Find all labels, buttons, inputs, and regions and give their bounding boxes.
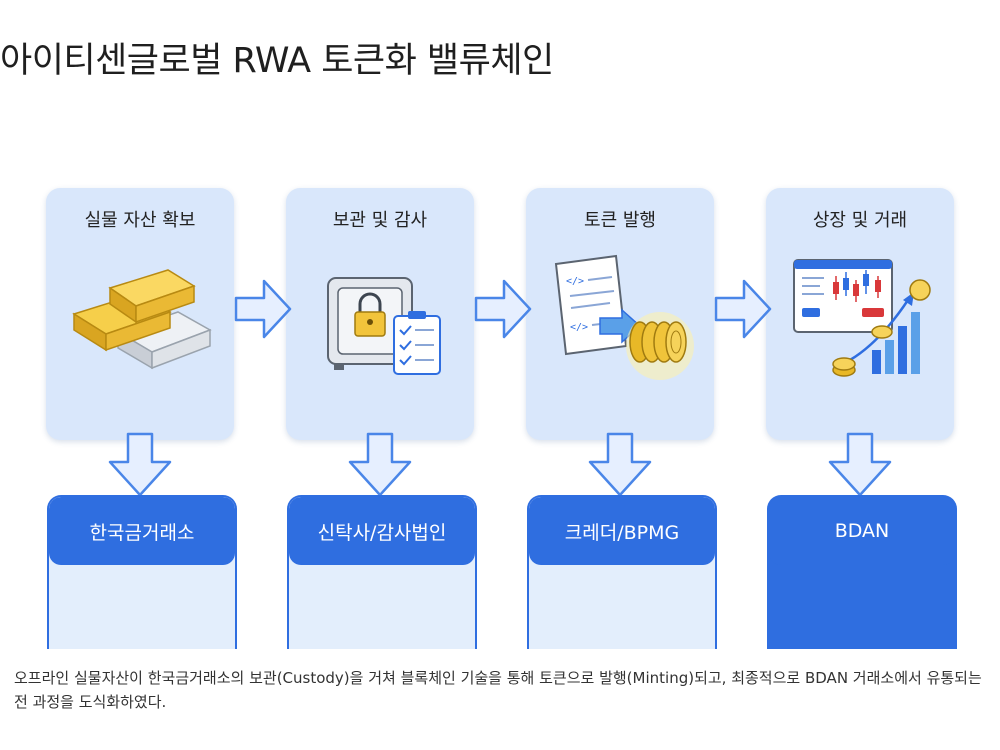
org-card-korea-gold-exchange: 한국금거래소: [47, 495, 237, 649]
down-arrow-icon: [348, 432, 412, 497]
svg-text:</>: </>: [570, 322, 588, 333]
gold-bars-icon: [72, 269, 212, 370]
down-arrow-icon: [588, 432, 652, 497]
org-label: 한국금거래소: [49, 497, 235, 565]
stage-label: 상장 및 거래: [812, 210, 908, 231]
safe-with-checklist-icon: [327, 277, 441, 375]
org-card-creder-bpmg: 크레더/BPMG: [527, 495, 717, 649]
down-arrow-icon: [828, 432, 892, 497]
stage-card-custody-audit: 보관 및 감사: [286, 188, 474, 440]
svg-text:</>: </>: [566, 276, 584, 287]
page-title: 아이티센글로벌 RWA 토큰화 밸류체인: [0, 41, 554, 81]
org-card-trust-audit: 신탁사/감사법인: [287, 495, 477, 649]
stage-label: 실물 자산 확보: [84, 210, 196, 231]
stage-label: 토큰 발행: [584, 210, 656, 231]
figure-caption: 오프라인 실물자산이 한국금거래소의 보관(Custody)을 거쳐 블록체인 …: [14, 669, 982, 711]
org-card-bdan: BDAN: [767, 495, 957, 649]
trading-chart-icon: [793, 259, 931, 377]
stage-card-asset-acquisition: 실물 자산 확보: [46, 188, 234, 440]
stage-label: 보관 및 감사: [332, 210, 428, 231]
stage-card-listing-trading: 상장 및 거래: [766, 188, 954, 440]
org-label: BDAN: [769, 497, 955, 565]
right-arrow-icon: [714, 279, 772, 339]
right-arrow-icon: [234, 279, 292, 339]
right-arrow-icon: [474, 279, 532, 339]
org-label: 크레더/BPMG: [529, 497, 715, 565]
down-arrow-icon: [108, 432, 172, 497]
org-label: 신탁사/감사법인: [289, 497, 475, 565]
document-to-coins-icon: </> </>: [554, 254, 694, 380]
stage-card-token-minting: 토큰 발행 </> </>: [526, 188, 714, 440]
